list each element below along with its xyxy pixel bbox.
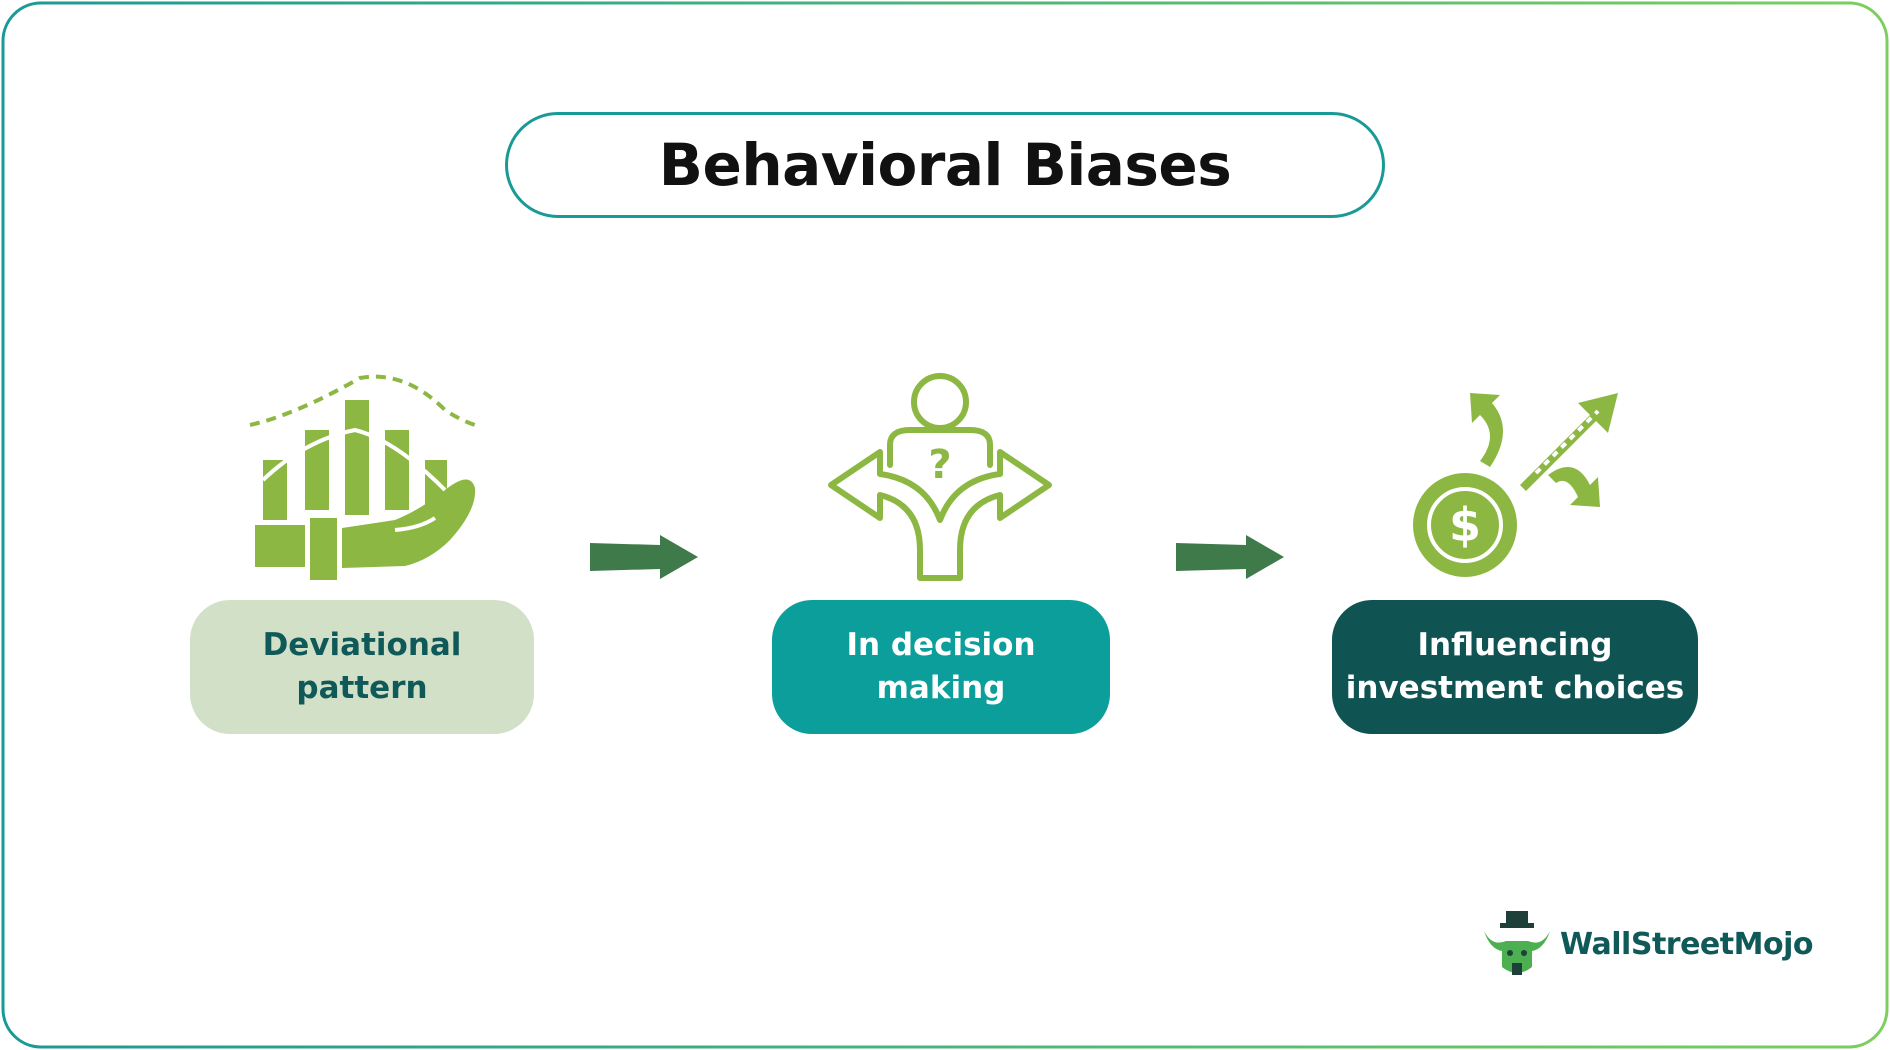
person-decision-icon: ?	[828, 373, 1052, 581]
logo-text: WallStreetMojo	[1560, 926, 1813, 962]
svg-text:?: ?	[928, 442, 951, 488]
step-3-line-1: Influencing	[1417, 627, 1613, 663]
page-title: Behavioral Biases	[658, 131, 1232, 199]
step-3-line-2: investment choices	[1345, 670, 1685, 706]
step-2-line-2: making	[876, 670, 1006, 706]
wallstreetmojo-logo: WallStreetMojo	[1482, 908, 1813, 980]
title-pill: Behavioral Biases	[505, 112, 1385, 218]
bull-logo-icon	[1484, 911, 1550, 975]
step-2-line-1: In decision	[846, 627, 1036, 663]
flow-arrow-2	[1176, 535, 1284, 579]
step-box-deviational-pattern: Deviational pattern	[190, 600, 534, 734]
step-box-investment-choices: Influencing investment choices	[1332, 600, 1698, 734]
dollar-growth-icon: $	[1413, 393, 1618, 577]
svg-text:$: $	[1449, 498, 1481, 552]
step-box-decision-making: In decision making	[772, 600, 1110, 734]
flow-arrow-1	[590, 535, 698, 579]
step-1-line-1: Deviational	[262, 627, 462, 663]
step-1-line-2: pattern	[296, 670, 428, 706]
hand-bar-chart-icon	[249, 374, 476, 580]
